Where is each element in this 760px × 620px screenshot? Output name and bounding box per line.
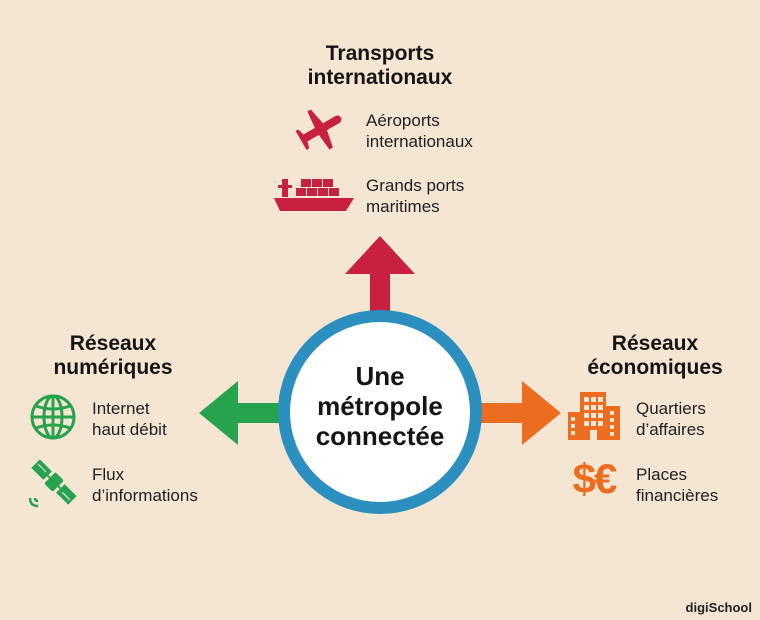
item-flux: Flux d’informations xyxy=(92,464,198,506)
transports-heading-line1: Transports xyxy=(325,42,435,65)
center-title-line2: métropole xyxy=(317,391,443,421)
center-title: Une métropole connectée xyxy=(300,361,460,451)
item-ports-line2: maritimes xyxy=(366,197,440,216)
item-flux-line2: d’informations xyxy=(92,486,198,505)
item-aeroports: Aéroports internationaux xyxy=(366,110,473,152)
satellite-icon xyxy=(28,459,77,508)
economiques-heading-line1: Réseaux xyxy=(611,332,699,355)
cargo-ship-icon xyxy=(274,179,354,211)
item-places-line2: financières xyxy=(636,486,719,505)
center-title-line3: connectée xyxy=(315,421,445,451)
numeriques-heading-line2: numériques xyxy=(53,356,173,379)
item-internet: Internet haut débit xyxy=(92,398,167,440)
brand-logo: digiSchool xyxy=(685,600,752,615)
item-ports-line1: Grands ports xyxy=(366,176,465,195)
globe-icon xyxy=(30,394,76,440)
office-buildings-icon xyxy=(568,392,620,440)
item-internet-line2: haut débit xyxy=(92,420,167,439)
numeriques-heading: Réseaux numériques xyxy=(28,332,198,380)
item-aeroports-line1: Aéroports xyxy=(366,111,440,130)
center-title-line1: Une xyxy=(355,361,405,391)
item-quartiers-line1: Quartiers xyxy=(636,399,706,418)
item-quartiers-line2: d’affaires xyxy=(636,420,705,439)
economiques-heading: Réseaux économiques xyxy=(562,332,748,380)
currency-icon: $€ xyxy=(572,455,618,502)
airplane-icon xyxy=(295,109,342,151)
arrow-left-numeriques xyxy=(199,381,282,445)
arrow-right-economiques xyxy=(478,381,561,445)
item-aeroports-line2: internationaux xyxy=(366,132,473,151)
numeriques-heading-line1: Réseaux xyxy=(69,332,157,355)
transports-heading-line2: internationaux xyxy=(307,66,453,89)
economiques-heading-line2: économiques xyxy=(587,356,723,379)
item-places: Places financières xyxy=(636,464,718,506)
item-internet-line1: Internet xyxy=(92,399,150,418)
item-quartiers: Quartiers d’affaires xyxy=(636,398,706,440)
item-places-line1: Places xyxy=(636,465,688,484)
item-flux-line1: Flux xyxy=(92,465,125,484)
arrow-up-transports xyxy=(345,236,415,326)
item-ports: Grands ports maritimes xyxy=(366,175,464,217)
transports-heading: Transports internationaux xyxy=(260,42,500,90)
center-circle xyxy=(278,310,482,514)
